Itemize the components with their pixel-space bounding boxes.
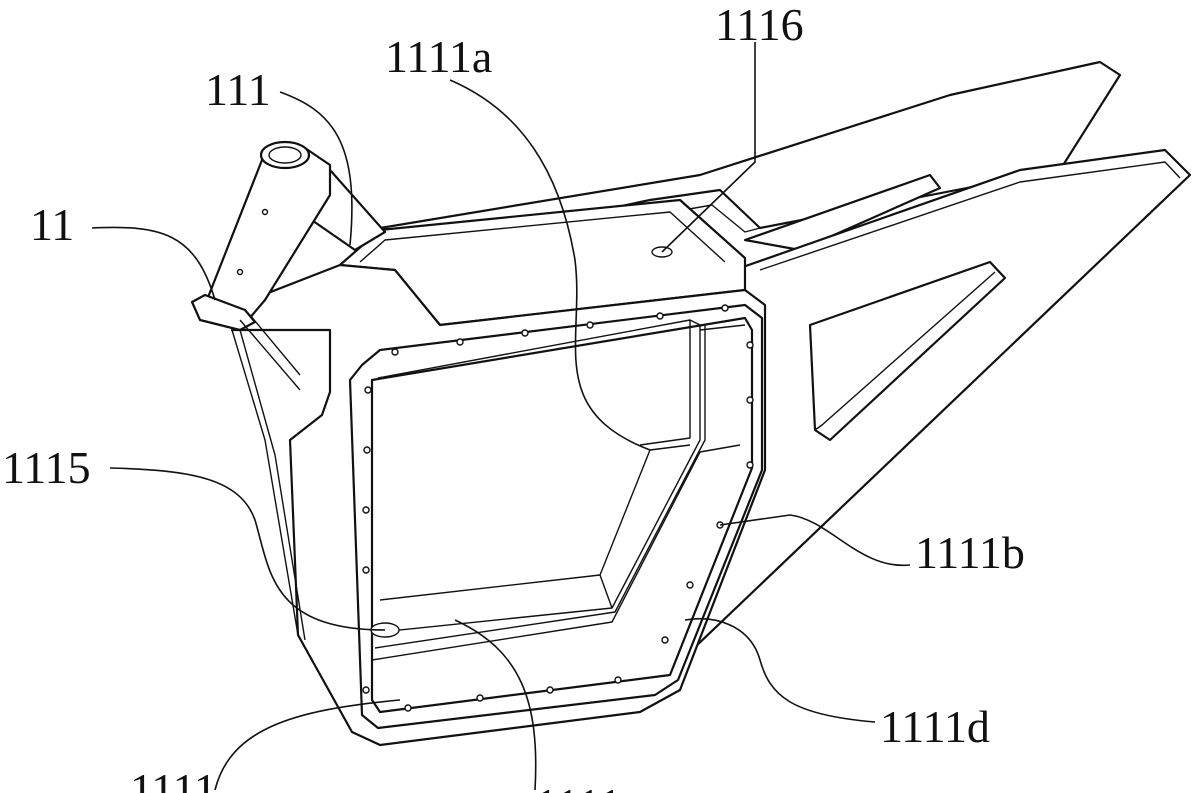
label-11: 11 (30, 199, 74, 250)
head-tube (190, 140, 387, 391)
reference-labels: 11 111 1111a 1116 1115 1111b 1111d 1111 … (2, 0, 1025, 793)
label-1111b: 1111b (915, 527, 1025, 578)
label-111: 111 (205, 64, 271, 115)
lower-arm (608, 148, 1192, 702)
leader-lines (91, 42, 911, 791)
label-1111: 1111 (130, 764, 217, 793)
opening-frame (348, 303, 764, 730)
label-1111c: 1111c (535, 779, 642, 793)
label-1111d: 1111d (880, 701, 990, 752)
label-1115: 1115 (2, 442, 91, 493)
label-1116: 1116 (715, 0, 804, 50)
label-1111a: 1111a (385, 31, 492, 82)
